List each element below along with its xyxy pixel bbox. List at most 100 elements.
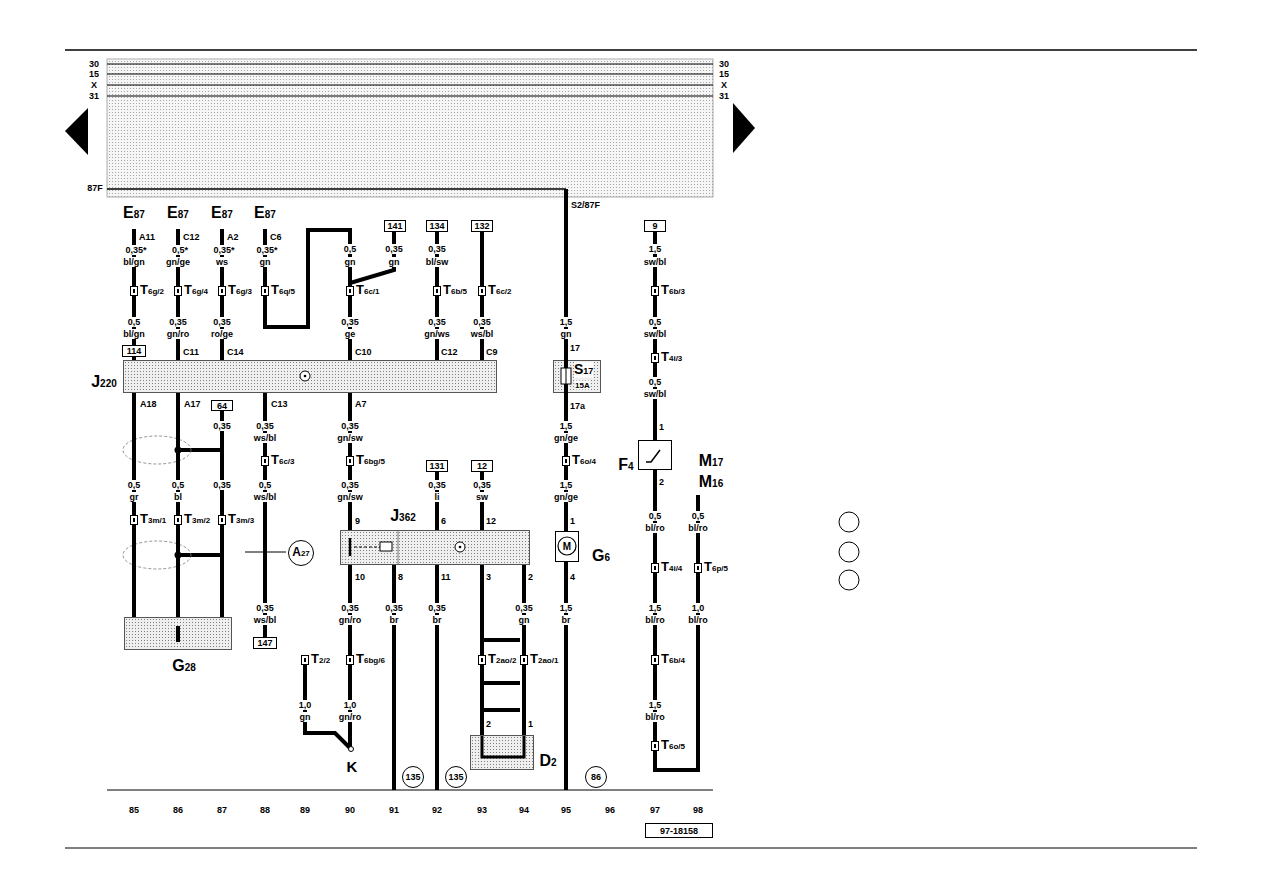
wire-spec: bl/gn <box>122 257 146 267</box>
reference-box: 147 <box>253 637 277 649</box>
wire-spec: ws <box>215 257 229 267</box>
column-number: 85 <box>129 805 139 815</box>
wire-spec: 1,5 <box>559 480 574 490</box>
wire-spec: 0,35 <box>427 603 447 613</box>
terminal-label: X <box>91 80 97 90</box>
ground-point: K <box>347 759 358 775</box>
connector-symbol <box>651 353 659 363</box>
wire-spec: 0,5 <box>648 317 663 327</box>
wire-spec: 1,5 <box>559 421 574 431</box>
wire-spec: 0,35 <box>340 603 360 613</box>
drawing-number: 97-18158 <box>645 823 713 838</box>
terminal-label: 30 <box>719 59 729 69</box>
wire-spec: 0,35 <box>168 317 188 327</box>
wire-spec: 0,5 <box>127 317 142 327</box>
wire-spec: 0,35 <box>340 480 360 490</box>
wire-spec: gn <box>518 615 531 625</box>
reference-number: 64 <box>217 401 227 411</box>
wire-spec: 0,35* <box>212 245 235 255</box>
control-unit: J362 <box>340 530 530 565</box>
terminal-label: 31 <box>89 91 99 101</box>
connector-symbol <box>130 515 138 525</box>
connector-symbol <box>174 515 182 525</box>
connector-label: T2ao/1 <box>529 653 559 667</box>
connector-symbol <box>261 456 269 466</box>
wire-spec: 0,35 <box>212 421 232 431</box>
wire-spec: gn/ge <box>165 257 191 267</box>
wire-spec: gn <box>299 712 312 722</box>
connector-symbol <box>478 655 486 665</box>
component-name: G6 <box>592 549 610 565</box>
terminal-label: X <box>721 80 727 90</box>
connector-label: T6g/4 <box>183 284 209 298</box>
component-symbol <box>638 440 672 470</box>
part-name: E87 <box>254 206 276 222</box>
wire-spec: gn/ge <box>553 492 579 502</box>
control-unit: J220 <box>123 360 497 393</box>
pin-label: 17a <box>570 401 585 411</box>
wire-spec: 0,5 <box>258 480 273 490</box>
reader-coil: D2 <box>470 735 534 770</box>
wire-spec: bl/ro <box>644 712 666 722</box>
component-symbol <box>470 735 534 770</box>
reference-number: 147 <box>257 638 272 648</box>
connector-symbol <box>651 286 659 296</box>
reference-box: 114 <box>122 345 146 357</box>
reference-number: 131 <box>429 461 444 471</box>
connector-symbol <box>346 286 354 296</box>
component-name: M <box>563 541 571 552</box>
wire-spec: 0,35 <box>384 603 404 613</box>
wire-spec: 0,35 <box>255 603 275 613</box>
wire-spec: bl/ro <box>687 523 709 533</box>
motor: MG6 <box>555 531 579 562</box>
connector-symbol <box>694 563 702 573</box>
pin-label: A17 <box>184 399 201 409</box>
pin-label: 1 <box>528 719 533 729</box>
wire-spec: 0,35* <box>255 245 278 255</box>
pin-label: C6 <box>270 232 282 242</box>
terminal-label: 15 <box>89 69 99 79</box>
reference-number: 114 <box>127 346 142 356</box>
reference-number: 97-18158 <box>660 826 698 836</box>
wire-spec: 0,35 <box>212 317 232 327</box>
pin-label: C12 <box>441 347 458 357</box>
pin-label: C13 <box>271 399 288 409</box>
wire-spec: 0,5 <box>648 377 663 387</box>
pin-label: 4 <box>570 572 575 582</box>
connector-symbol <box>301 655 309 665</box>
part-name: E87 <box>123 206 145 222</box>
column-number: 92 <box>432 805 442 815</box>
connector-label: T6o/4 <box>571 454 597 468</box>
connector-label: T3m/1 <box>139 513 167 527</box>
wire-spec: 0,35 <box>427 480 447 490</box>
wire-spec: sw/bl <box>643 389 668 399</box>
connector-symbol <box>433 286 441 296</box>
pin-label: 8 <box>398 572 403 582</box>
connector-symbol <box>520 655 528 665</box>
wire-spec: gn <box>560 329 573 339</box>
wire-spec: gn/ws <box>423 329 451 339</box>
wire <box>480 565 484 735</box>
wire-spec: ro/ge <box>210 329 234 339</box>
pin-label: 9 <box>355 516 360 526</box>
reference-number: 12 <box>477 461 487 471</box>
connector-symbol <box>651 563 659 573</box>
component-name: F4 <box>618 458 633 474</box>
wire-spec: 0,5 <box>648 511 663 521</box>
connector-symbol <box>174 286 182 296</box>
pin-label: 11 <box>441 572 451 582</box>
pin-label: 6 <box>441 516 446 526</box>
wire-spec: 1,5 <box>648 244 663 254</box>
column-number: 95 <box>561 805 571 815</box>
reference-box: 12 <box>471 460 493 472</box>
wire-spec: 0,35 <box>340 317 360 327</box>
reference-number: A27 <box>292 546 310 560</box>
pin-label: 12 <box>486 516 496 526</box>
connector-label: T6bg/5 <box>355 454 386 468</box>
wire-spec: 0,5 <box>127 480 142 490</box>
connector-label: T6bg/6 <box>355 653 386 667</box>
pin-label: 1 <box>570 516 575 526</box>
connector-label: T4i/3 <box>660 351 683 365</box>
reference-box: 64 <box>211 400 233 411</box>
